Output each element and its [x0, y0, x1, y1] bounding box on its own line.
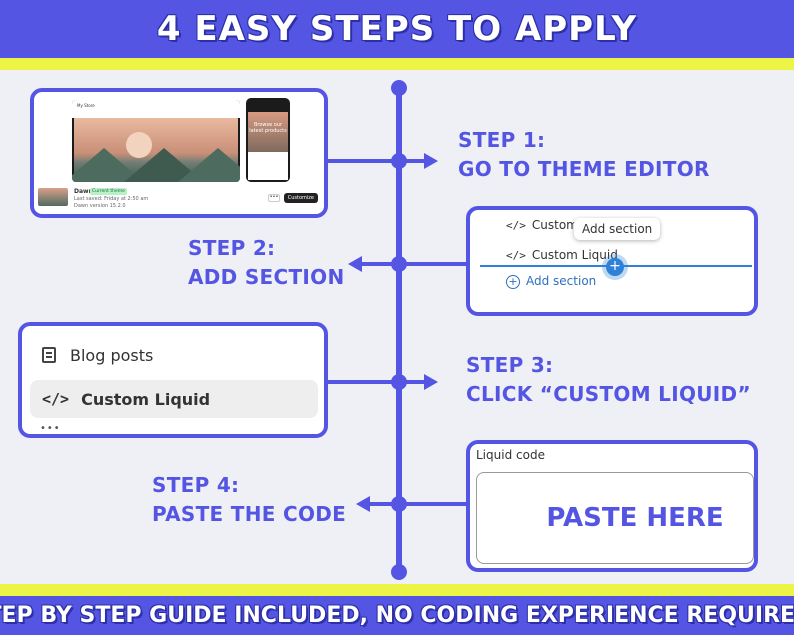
- connector-step1: [326, 159, 426, 163]
- step4-text: STEP 4: PASTE THE CODE: [152, 471, 346, 529]
- section-menu-card: Blog posts </> Custom Liquid •••: [18, 322, 328, 438]
- add-section-button[interactable]: + Add section: [506, 274, 596, 289]
- menu-item-label: Custom Liquid: [81, 389, 211, 409]
- hero-image: [72, 118, 240, 182]
- step4-label: STEP 4:: [152, 473, 240, 497]
- more-indicator: •••: [40, 423, 61, 434]
- blog-posts-icon: [42, 347, 56, 363]
- add-section-tooltip: Add section: [574, 218, 661, 240]
- plus-icon[interactable]: +: [606, 258, 624, 276]
- liquid-code-card: Liquid code PASTE HERE: [466, 440, 758, 572]
- menu-item-label: Blog posts: [70, 345, 154, 365]
- theme-editor-card: My Store Browse our latest products Dawn…: [30, 88, 328, 218]
- theme-thumbnail: [38, 188, 68, 206]
- footer-banner: STEP BY STEP GUIDE INCLUDED, NO CODING E…: [0, 596, 794, 635]
- code-icon: </>: [506, 219, 526, 232]
- paste-here-text: PASTE HERE: [546, 503, 724, 533]
- timeline-dot-step4: [391, 496, 407, 512]
- timeline-dot-step3: [391, 374, 407, 390]
- timeline-dot-top: [391, 80, 407, 96]
- mobile-preview: Browse our latest products: [246, 98, 290, 182]
- menu-item-custom-liquid[interactable]: </> Custom Liquid: [30, 380, 318, 418]
- timeline-line: [396, 86, 402, 572]
- mobile-lower: [248, 152, 288, 180]
- add-section-card: </>Custom L </>Custom Liquid Add section…: [466, 206, 758, 316]
- connector-step2: [362, 262, 466, 266]
- step2-desc: ADD SECTION: [188, 265, 345, 289]
- desktop-preview: My Store: [72, 100, 240, 182]
- timeline-dot-step2: [391, 256, 407, 272]
- yellow-strip-bottom: [0, 584, 794, 596]
- customize-button[interactable]: Customize: [283, 193, 318, 203]
- add-section-label: Add section: [526, 274, 597, 288]
- arrow-right-step3: [424, 374, 438, 390]
- liquid-code-input[interactable]: PASTE HERE: [476, 472, 754, 564]
- last-saved: Last saved: Friday at 2:50 am: [74, 196, 149, 202]
- mountain-shape: [178, 148, 240, 182]
- yellow-strip-top: [0, 58, 794, 70]
- header-banner: 4 EASY STEPS TO APPLY: [0, 0, 794, 58]
- arrow-left-step4: [356, 496, 370, 512]
- more-actions-button[interactable]: •••: [268, 194, 280, 202]
- mobile-hero: Browse our latest products: [248, 112, 288, 152]
- step4-desc: PASTE THE CODE: [152, 502, 347, 526]
- step3-label: STEP 3:: [466, 353, 554, 377]
- store-header: My Store: [72, 100, 240, 118]
- step3-desc: CLICK “CUSTOM LIQUID”: [466, 382, 751, 406]
- step3-text: STEP 3: CLICK “CUSTOM LIQUID”: [466, 351, 751, 409]
- timeline-dot-bottom: [391, 564, 407, 580]
- section-row-label: Custom Liquid: [531, 248, 618, 262]
- timeline-dot-step1: [391, 153, 407, 169]
- code-icon: </>: [42, 390, 70, 408]
- arrow-left-step2: [348, 256, 362, 272]
- footer-text: STEP BY STEP GUIDE INCLUDED, NO CODING E…: [0, 603, 794, 628]
- current-theme-badge: Current theme: [90, 188, 127, 195]
- arrow-right-step1: [424, 153, 438, 169]
- theme-info-bar: Dawn Current theme Last saved: Friday at…: [34, 186, 324, 212]
- section-row-custom-liquid[interactable]: </> Custom Liquid: [506, 248, 618, 262]
- connector-step4: [370, 502, 468, 506]
- menu-item-blog-posts[interactable]: Blog posts: [30, 336, 318, 374]
- connector-step3: [326, 380, 426, 384]
- step1-text: STEP 1: GO TO THEME EDITOR: [458, 126, 710, 184]
- step1-desc: GO TO THEME EDITOR: [458, 157, 710, 181]
- add-circle-icon: +: [506, 275, 520, 289]
- step2-text: STEP 2: ADD SECTION: [188, 234, 345, 292]
- theme-version: Dawn version 15.2.0: [74, 203, 126, 209]
- step1-label: STEP 1:: [458, 128, 546, 152]
- code-icon: </>: [506, 249, 526, 262]
- liquid-code-label: Liquid code: [476, 448, 545, 462]
- step2-label: STEP 2:: [188, 236, 276, 260]
- page-title: 4 EASY STEPS TO APPLY: [156, 9, 638, 49]
- theme-name: Dawn: [74, 188, 93, 195]
